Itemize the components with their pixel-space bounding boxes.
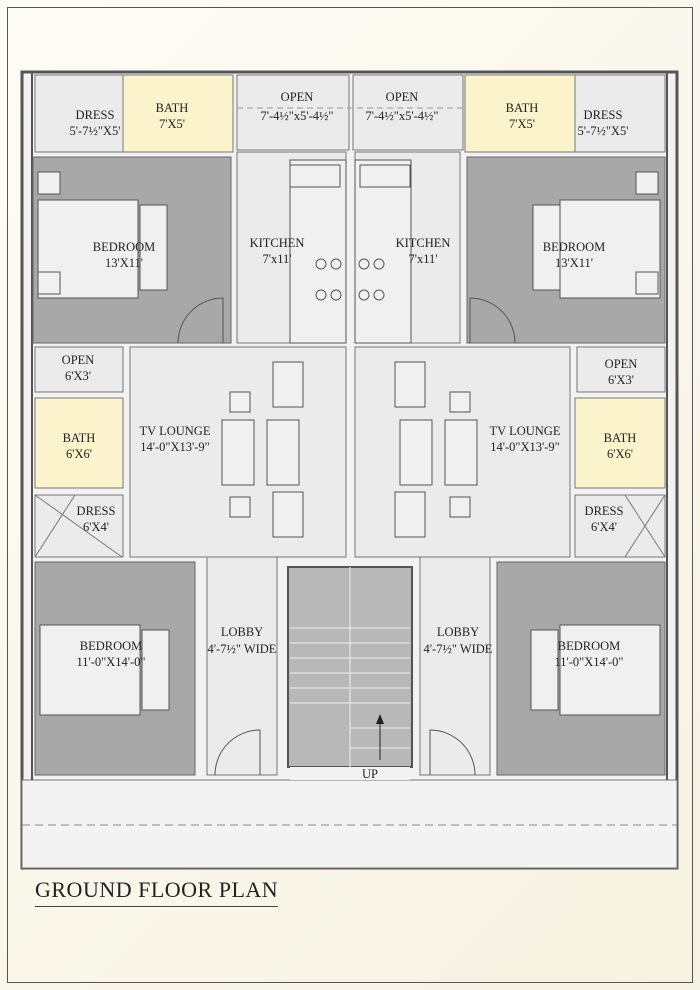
room-name: DRESS (584, 108, 623, 122)
room-name: OPEN (386, 90, 419, 104)
room-name: BATH (156, 101, 189, 115)
room-size: 6'X4' (591, 520, 617, 534)
room-lobby-r (419, 556, 491, 776)
page-frame (7, 7, 693, 983)
coffee-table-icon (399, 419, 433, 486)
room-name: BATH (604, 431, 637, 445)
armchair-icon (394, 361, 426, 408)
room-size: 6'X3' (65, 369, 91, 383)
door-swing-icon (214, 729, 261, 776)
room-dress-tr (574, 74, 666, 153)
room-name: KITCHEN (250, 236, 305, 250)
room-size: 6'X4' (83, 520, 109, 534)
room-size: 14'-0"X13'-9" (490, 440, 560, 454)
door-swing-icon (429, 729, 476, 776)
plan-title: GROUND FLOOR PLAN (35, 877, 279, 907)
room-size: 7'x11' (262, 252, 291, 266)
room-name: DRESS (585, 504, 624, 518)
room-size: 5'-7½"X5' (578, 124, 629, 138)
door-swing-icon (469, 297, 516, 344)
room-size: 7'-4½"x5'-4½" (260, 109, 333, 123)
room-size: 5'-7½"X5' (70, 124, 121, 138)
rug-icon (139, 204, 168, 291)
room-name: BEDROOM (543, 240, 606, 254)
side-table-icon (37, 171, 61, 195)
door-swing-icon (177, 297, 224, 344)
room-open-ml (34, 346, 124, 393)
side-table-icon (635, 171, 659, 195)
side-table-icon (229, 391, 251, 413)
room-name: DRESS (77, 504, 116, 518)
sink-icon (359, 164, 411, 188)
room-bath-tr (464, 74, 576, 153)
room-bath-tl (122, 74, 234, 153)
room-labels: DRESS 5'-7½"X5' BATH 7'X5' OPEN 7'-4½"x5… (62, 90, 638, 669)
room-size: 4'-7½" WIDE (424, 642, 493, 656)
room-name: BATH (63, 431, 96, 445)
bed-icon (37, 199, 139, 299)
rug-icon (141, 629, 170, 711)
setback-area (21, 779, 678, 869)
side-table-icon (635, 271, 659, 295)
kitchen-counter (289, 159, 347, 344)
room-size: 7'x11' (408, 252, 437, 266)
bed-icon (559, 624, 661, 716)
armchair-icon (272, 491, 304, 538)
room-size: 13'X11' (555, 256, 593, 270)
room-open-mr (576, 346, 666, 393)
room-size: 6'X6' (607, 447, 633, 461)
room-size: 11'-0"X14'-0" (76, 655, 145, 669)
room-size: 14'-0"X13'-9" (140, 440, 210, 454)
side-table-icon (37, 271, 61, 295)
room-bath-mr (574, 397, 666, 489)
room-name: LOBBY (437, 625, 479, 639)
room-size: 7'X5' (509, 117, 535, 131)
armchair-icon (394, 491, 426, 538)
room-size: 13'X11' (105, 256, 143, 270)
room-dress-mr (574, 494, 666, 558)
bed-icon (39, 624, 141, 716)
stove-icon (315, 258, 385, 301)
room-name: TV LOUNGE (490, 424, 561, 438)
room-name: OPEN (62, 353, 95, 367)
side-table-icon (229, 496, 251, 518)
armchair-icon (272, 361, 304, 408)
stair-label: UP (362, 767, 378, 781)
room-name: BEDROOM (93, 240, 156, 254)
rug-icon (530, 629, 559, 711)
room-name: BATH (506, 101, 539, 115)
sofa-icon (444, 419, 478, 486)
room-dress-tl (34, 74, 124, 153)
stair-treads (290, 567, 410, 767)
room-lobby-l (206, 556, 278, 776)
room-name: BEDROOM (558, 639, 621, 653)
room-size: 7'X5' (159, 117, 185, 131)
coffee-table-icon (266, 419, 300, 486)
room-name: TV LOUNGE (140, 424, 211, 438)
room-open-tl (236, 74, 350, 151)
room-open-tr (352, 74, 464, 151)
room-bath-ml (34, 397, 124, 489)
side-table-icon (449, 496, 471, 518)
room-size: 6'X3' (608, 373, 634, 387)
kitchen-counter (354, 159, 412, 344)
sofa-icon (221, 419, 255, 486)
side-table-icon (449, 391, 471, 413)
room-name: OPEN (605, 357, 638, 371)
room-name: KITCHEN (396, 236, 451, 250)
room-name: BEDROOM (80, 639, 143, 653)
rug-icon (532, 204, 561, 291)
sink-icon (289, 164, 341, 188)
room-size: 7'-4½"x5'-4½" (365, 109, 438, 123)
room-name: OPEN (281, 90, 314, 104)
room-name: LOBBY (221, 625, 263, 639)
room-name: DRESS (76, 108, 115, 122)
room-size: 4'-7½" WIDE (208, 642, 277, 656)
room-size: 11'-0"X14'-0" (554, 655, 623, 669)
room-size: 6'X6' (66, 447, 92, 461)
